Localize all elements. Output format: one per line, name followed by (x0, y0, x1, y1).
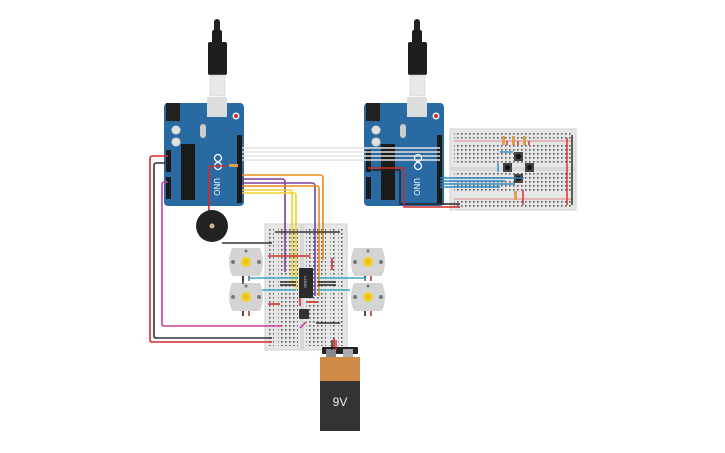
motor-wires[interactable] (242, 276, 366, 291)
arduino-uno-right[interactable]: UNO (364, 97, 444, 206)
piezo-buzzer[interactable] (196, 210, 228, 242)
arduino-logo-right (413, 153, 423, 171)
button-board-wires[interactable] (368, 135, 573, 208)
battery-9v[interactable]: 9V (320, 347, 360, 431)
usb-cable-right[interactable] (408, 19, 427, 97)
motor-2[interactable] (229, 283, 263, 316)
battery-label: 9V (333, 395, 348, 409)
serial-wires[interactable] (242, 147, 440, 161)
battery-wires[interactable] (331, 340, 337, 350)
arduino-left-label: UNO (212, 178, 221, 196)
motor-1[interactable] (229, 248, 263, 281)
motor-4[interactable] (351, 283, 385, 316)
arduino-uno-left[interactable]: UNO (164, 97, 244, 206)
svg-text:L293D: L293D (303, 276, 308, 288)
voltage-regulator (299, 309, 309, 319)
resistors (229, 136, 526, 200)
motor-driver-ic: L293D (299, 268, 313, 298)
arduino-right-label: UNO (412, 178, 421, 196)
usb-cable-left[interactable] (208, 19, 227, 97)
motor-3[interactable] (351, 248, 385, 281)
arduino-left-wires[interactable] (149, 155, 340, 350)
